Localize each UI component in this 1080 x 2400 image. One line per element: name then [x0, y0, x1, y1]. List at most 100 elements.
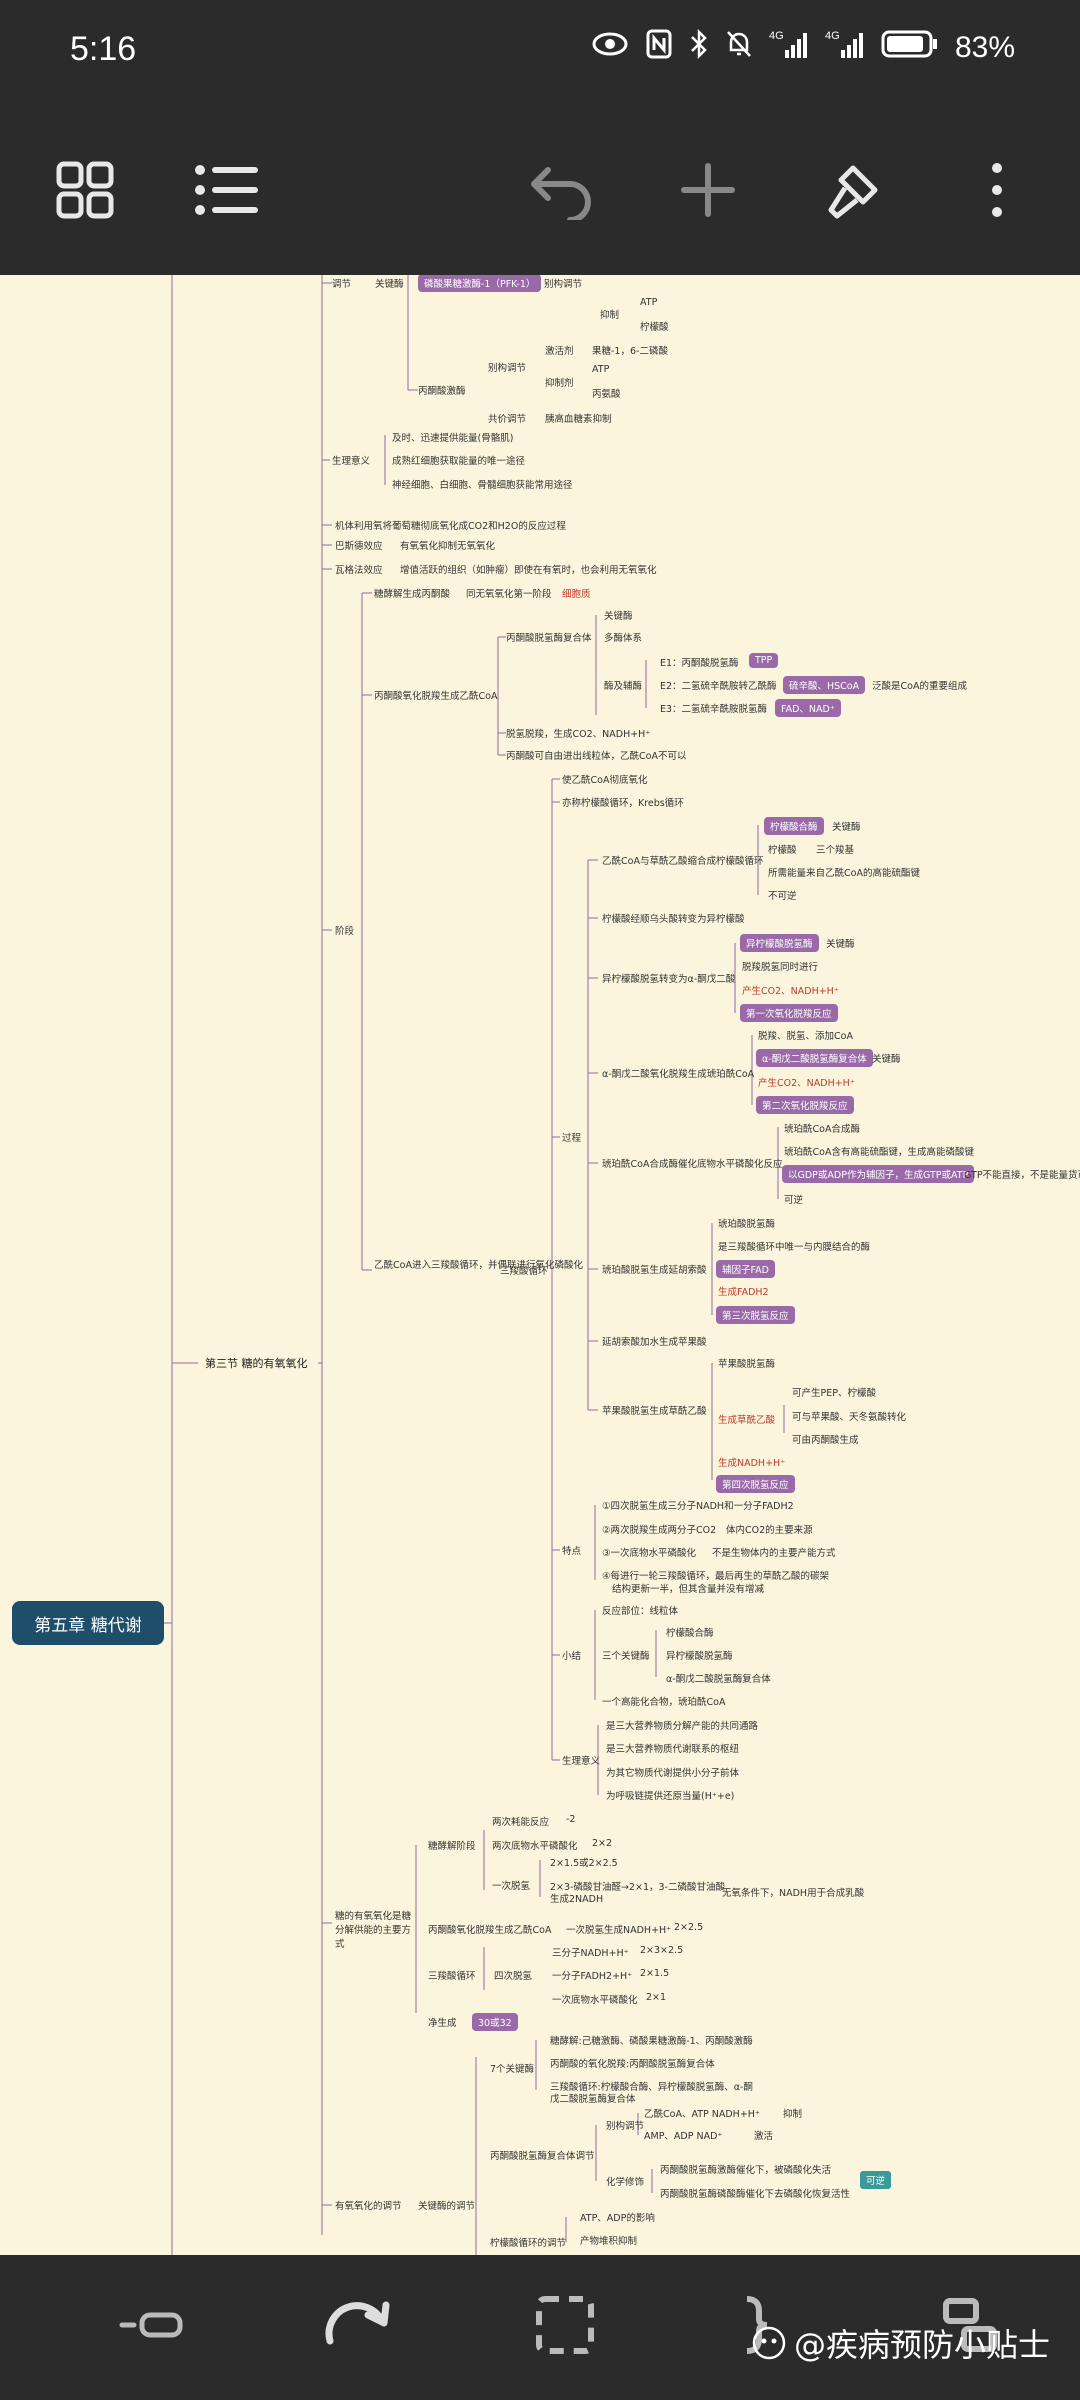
grid-icon[interactable]: [40, 145, 130, 235]
node[interactable]: E1：丙酮酸脱氢酶: [660, 658, 739, 669]
node[interactable]: 一个高能化合物，琥珀酰CoA: [602, 1697, 726, 1708]
node[interactable]: 反应部位：线粒体: [602, 1606, 679, 1617]
node-tag[interactable]: FAD、NAD⁺: [775, 699, 841, 717]
node[interactable]: 丙酮酸可自由进出线粒体，乙酰CoA不可以: [506, 751, 687, 762]
node[interactable]: 2×2: [592, 1838, 613, 1849]
node[interactable]: 琥珀酸脱氢酶: [718, 1219, 776, 1230]
node[interactable]: 关键酶: [604, 611, 633, 622]
node[interactable]: 激活: [754, 2131, 774, 2142]
node[interactable]: 2×3×2.5: [640, 1945, 684, 1956]
node[interactable]: 化学修饰: [606, 2177, 645, 2188]
node[interactable]: 神经细胞、白细胞、骨髓细胞获能常用途径: [392, 480, 573, 491]
node[interactable]: 及时、迅速提供能量(骨骼肌): [392, 433, 514, 444]
node[interactable]: 延胡索酸加水生成苹果酸: [602, 1337, 707, 1348]
node[interactable]: 生成NADH+H⁺: [718, 1458, 786, 1469]
node[interactable]: 细胞质: [562, 589, 591, 600]
node-tag[interactable]: 第二次氧化脱羧反应: [756, 1096, 854, 1114]
node[interactable]: 柠檬酸: [640, 322, 669, 333]
node[interactable]: 产生CO2、NADH+H⁺: [742, 986, 839, 997]
minus-node-icon[interactable]: [108, 2285, 198, 2365]
node[interactable]: -2: [566, 1814, 576, 1825]
node[interactable]: 抑制: [600, 310, 620, 321]
node[interactable]: ATP、ADP的影响: [580, 2213, 655, 2224]
node[interactable]: 可与苹果酸、天冬氨酸转化: [792, 1412, 907, 1423]
node-tag[interactable]: α-酮戊二酸脱氢酶复合体: [756, 1049, 873, 1067]
node[interactable]: E2：二氢硫辛酰胺转乙酰酶: [660, 681, 777, 692]
node[interactable]: 是三大营养物质代谢联系的枢纽: [606, 1744, 740, 1755]
node[interactable]: 成熟红细胞获取能量的唯一途径: [392, 456, 526, 467]
node[interactable]: 乙酰CoA进入三羧酸循环，并偶联进行氧化磷酸化: [374, 1260, 583, 1271]
node[interactable]: 丙酮酸的氧化脱羧:丙酮酸脱氢酶复合体: [550, 2059, 715, 2070]
format-brush-icon[interactable]: [808, 145, 898, 235]
node[interactable]: 丙酮酸脱氢酶复合体调节: [490, 2151, 595, 2162]
node[interactable]: 抑制: [783, 2109, 803, 2120]
node[interactable]: 乙酰CoA与草酰乙酸缩合成柠檬酸循环: [602, 856, 764, 867]
node[interactable]: ①四次脱氢生成三分子NADH和一分子FADH2: [602, 1501, 794, 1512]
node[interactable]: 关键酶: [832, 822, 861, 833]
node[interactable]: 小结: [562, 1651, 582, 1662]
node[interactable]: 特点: [562, 1546, 582, 1557]
node[interactable]: 无氧条件下，NADH用于合成乳酸: [722, 1888, 865, 1899]
node[interactable]: 丙酮酸氧化脱羧生成乙酰CoA: [428, 1925, 552, 1936]
node-tag[interactable]: 辅因子FAD: [716, 1260, 775, 1278]
node[interactable]: 多酶体系: [604, 633, 643, 644]
node[interactable]: 2×1.5: [640, 1968, 670, 1979]
more-icon[interactable]: [952, 145, 1042, 235]
node[interactable]: 阶段: [335, 926, 355, 937]
node[interactable]: 过程: [562, 1133, 582, 1144]
node[interactable]: 一分子FADH2+H⁺: [552, 1971, 633, 1982]
node[interactable]: 关键酶: [872, 1054, 901, 1065]
mindmap-canvas[interactable]: 调节 关键酶 磷酸果糖激酶-1（PFK-1） 别构调节 抑制 ATP 柠檬酸 丙…: [0, 275, 1080, 2255]
node[interactable]: 关键酶: [375, 279, 404, 290]
node[interactable]: 同无氧氧化第一阶段: [466, 589, 552, 600]
node[interactable]: α-酮戊二酸氧化脱羧生成琥珀酰CoA: [602, 1069, 755, 1080]
node[interactable]: 一次脱氢: [492, 1881, 531, 1892]
node-tag[interactable]: 30或32: [472, 2013, 518, 2031]
node[interactable]: 脱氢脱羧，生成CO2、NADH+H⁺: [506, 729, 651, 740]
node[interactable]: 异柠檬酸脱氢酶: [666, 1651, 733, 1662]
node[interactable]: 柠檬酸循环的调节: [490, 2238, 567, 2249]
node[interactable]: 瓦格法效应: [335, 565, 383, 576]
node[interactable]: 可由丙酮酸生成: [792, 1435, 859, 1446]
node[interactable]: 两次耗能反应: [492, 1817, 550, 1828]
node[interactable]: 戊二酸脱氢酶复合体: [550, 2094, 636, 2105]
node[interactable]: 有氧氧化抑制无氧氧化: [400, 541, 496, 552]
node[interactable]: 丙酮酸脱氢酶激酶催化下，被磷酸化失活: [660, 2165, 832, 2176]
node[interactable]: 别构调节: [544, 279, 583, 290]
node[interactable]: 有氧氧化的调节: [335, 2201, 402, 2212]
node[interactable]: 体内CO2的主要来源: [726, 1525, 813, 1536]
node[interactable]: 所需能量来自乙酰CoA的高能硫酯键: [768, 868, 920, 879]
node[interactable]: 丙酮酸激酶: [418, 386, 466, 397]
node-tag[interactable]: 可逆: [860, 2171, 892, 2189]
node[interactable]: ④每进行一轮三羧酸循环，最后再生的草酰乙酸的碳架: [602, 1571, 830, 1582]
node[interactable]: 异柠檬酸脱氢转变为α-酮戊二酸: [602, 974, 736, 985]
node[interactable]: 增值活跃的组织（如肿瘤）即使在有氧时，也会利用无氧氧化: [400, 565, 657, 576]
undo-icon[interactable]: [518, 145, 608, 235]
node[interactable]: 共价调节: [488, 414, 527, 425]
node[interactable]: 2×1: [646, 1992, 667, 2003]
node[interactable]: 糖酵解阶段: [428, 1841, 476, 1852]
node[interactable]: 生理意义: [332, 456, 371, 467]
layout-icon[interactable]: [925, 2285, 1015, 2365]
node[interactable]: 7个关键酶: [490, 2064, 535, 2075]
node[interactable]: 苹果酸脱氢酶: [718, 1359, 776, 1370]
node[interactable]: 三羧酸循环: [428, 1971, 476, 1982]
node[interactable]: ATP: [592, 364, 610, 375]
node[interactable]: 三个羧基: [816, 845, 855, 856]
node[interactable]: 三羧酸循环: [500, 1266, 548, 1277]
node[interactable]: 生理意义: [562, 1756, 601, 1767]
node[interactable]: 机体利用氧将葡萄糖彻底氧化成CO2和H2O的反应过程: [335, 521, 566, 532]
node[interactable]: 调节: [332, 279, 352, 290]
node[interactable]: 胰高血糖素抑制: [545, 414, 612, 425]
node[interactable]: 关键酶: [826, 939, 855, 950]
node[interactable]: 两次底物水平磷酸化: [492, 1841, 578, 1852]
node[interactable]: 2×3-磷酸甘油醛→2×1，3-二磷酸甘油酸: [550, 1882, 725, 1893]
node[interactable]: 三个关键酶: [602, 1651, 650, 1662]
list-icon[interactable]: [182, 145, 272, 235]
node[interactable]: 关键酶的调节: [418, 2201, 476, 2212]
node[interactable]: 亦称柠檬酸循环，Krebs循环: [562, 798, 684, 809]
node[interactable]: ③一次底物水平磷酸化: [602, 1548, 697, 1559]
node[interactable]: 四次脱氢: [494, 1971, 533, 1982]
node[interactable]: 使乙酰CoA彻底氧化: [562, 775, 648, 786]
node[interactable]: 琥珀酰CoA合成酶催化底物水平磷酸化反应: [602, 1159, 783, 1170]
